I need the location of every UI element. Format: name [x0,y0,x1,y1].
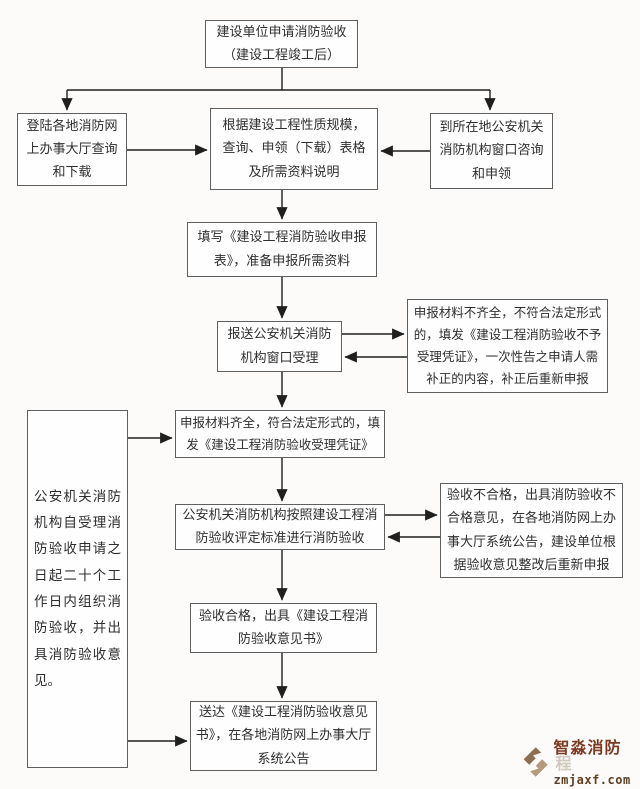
node-window-consult: 到所在地公安机关 消防机构窗口咨询 和申领 [430,113,553,189]
watermark-ghost-char: 程 [555,754,572,773]
node-inspection-passed: 验收合格，出具《建设工程消 防验收意见书》 [190,603,377,653]
node-submit-to-window: 报送公安机关消防 机构窗口受理 [217,321,342,372]
node-twenty-workdays-note: 公安机关消防机构自受理消防验收申请之日起二十个工作日内组织消防验收，并出具消防验… [27,410,128,768]
brand-domain: zmjaxf.com [553,773,631,787]
node-materials-complete: 申报材料齐全，符合法定形式的，填 发《建设工程消防验收受理凭证》 [175,410,385,458]
node-inspection-failed: 验收不合格，出具消防验收不 合格意见，在各地消防网上办 事大厅系统公告，建设单位… [440,483,623,578]
diamond-logo-icon [523,747,548,777]
node-fill-declaration-form: 填写《建设工程消防验收申报 表》，准备申报所需资料 [187,222,377,277]
node-query-download-forms: 根据建设工程性质规模， 查询、申领（下载）表格 及所需资料说明 [210,108,378,190]
site-watermark-logo: 智淼消防程 zmjaxf.com [520,740,638,786]
brand-name: 智淼消防 [553,738,622,757]
node-deliver-opinion: 送达《建设工程消防验收意见 书》，在各地消防网上办事大厅 系统公告 [190,701,377,771]
node-conduct-inspection: 公安机关消防机构按照建设工程消 防验收评定标准进行消防验收 [175,504,385,550]
node-login-fire-website: 登陆各地消防网 上办事大厅查询 和下载 [17,113,127,186]
node-materials-incomplete: 申报材料不齐全，不符合法定形式 的，填发《建设工程消防验收不予 受理凭证》，一次… [407,299,608,393]
node-apply-acceptance: 建设单位申请消防验收 （建设工程竣工后） [205,20,358,68]
